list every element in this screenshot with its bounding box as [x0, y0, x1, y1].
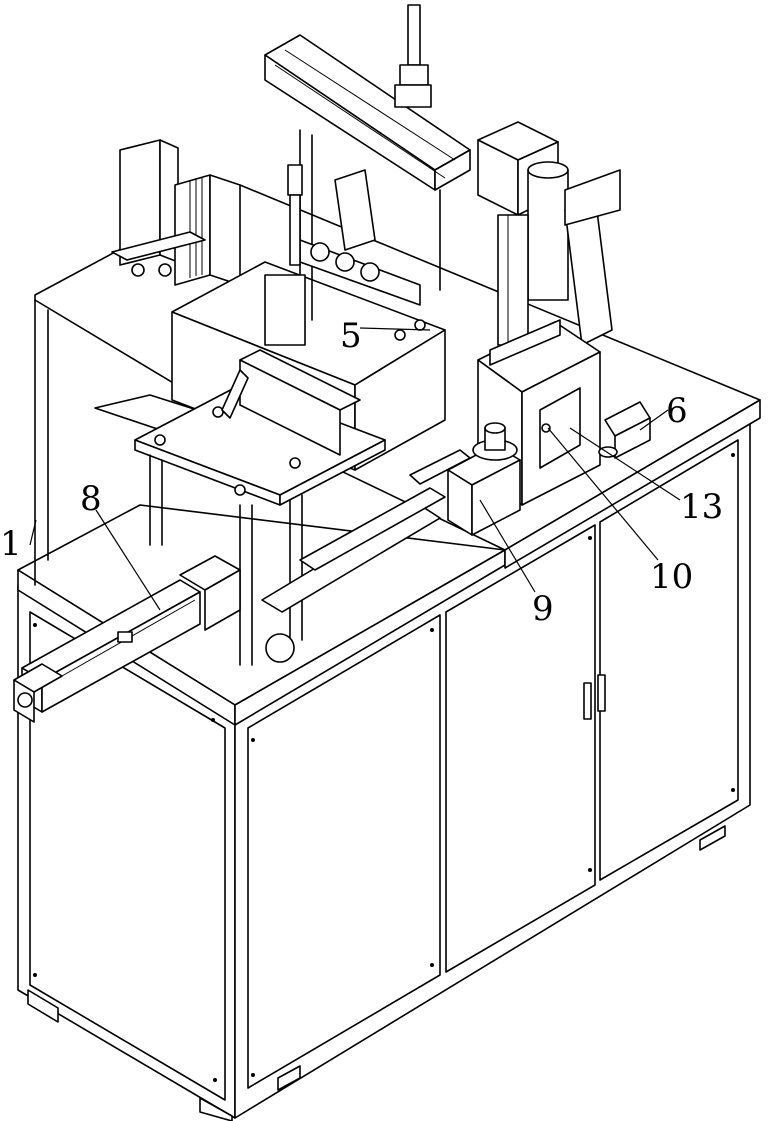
callout-10: 10 [650, 557, 693, 597]
callout-9: 9 [532, 589, 554, 629]
callout-13: 13 [680, 487, 723, 527]
callout-6: 6 [666, 391, 688, 431]
callout-1: 1 [0, 524, 22, 564]
callout-5: 5 [340, 316, 362, 356]
callout-8: 8 [80, 479, 102, 519]
